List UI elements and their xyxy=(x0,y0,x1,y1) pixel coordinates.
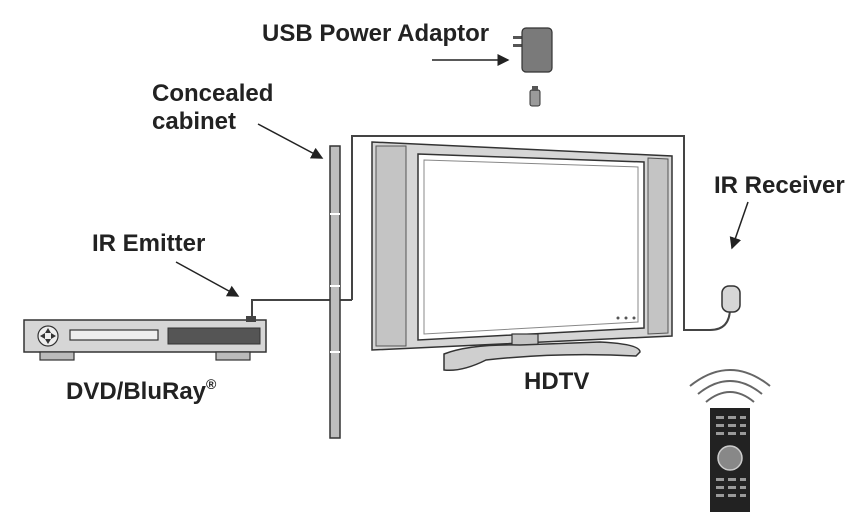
dvd-bluray-label: DVD/BluRay® xyxy=(66,370,216,406)
hdtv-label: HDTV xyxy=(524,368,590,395)
ir-cable xyxy=(351,135,731,331)
usb-power-adaptor-label: USB Power Adaptor xyxy=(262,20,490,47)
hdtv-icon xyxy=(371,141,673,372)
ir-emitter-arrow xyxy=(175,261,240,297)
ir-receiver-arrow xyxy=(729,201,749,250)
usb-adaptor-icon xyxy=(513,27,553,73)
dvd-bluray-text: DVD/BluRay xyxy=(66,378,207,405)
emitter-cable xyxy=(251,299,352,318)
usb-plug-icon xyxy=(529,86,541,107)
ir-emitter-icon xyxy=(246,316,256,322)
cabinet-panel-icon xyxy=(329,145,341,439)
wireless-signal-icon xyxy=(689,369,771,403)
cabinet-arrow xyxy=(257,123,324,159)
ir-receiver-label: IR Receiver xyxy=(714,172,845,199)
remote-control-icon xyxy=(710,408,750,512)
concealed-cabinet-label-line2: cabinet xyxy=(152,108,237,135)
ir-emitter-label: IR Emitter xyxy=(92,230,206,257)
dvd-player-icon xyxy=(23,319,267,361)
concealed-cabinet-label-line1: Concealed xyxy=(152,80,274,107)
ir-receiver-icon xyxy=(721,285,741,313)
registered-mark: ® xyxy=(206,376,217,392)
